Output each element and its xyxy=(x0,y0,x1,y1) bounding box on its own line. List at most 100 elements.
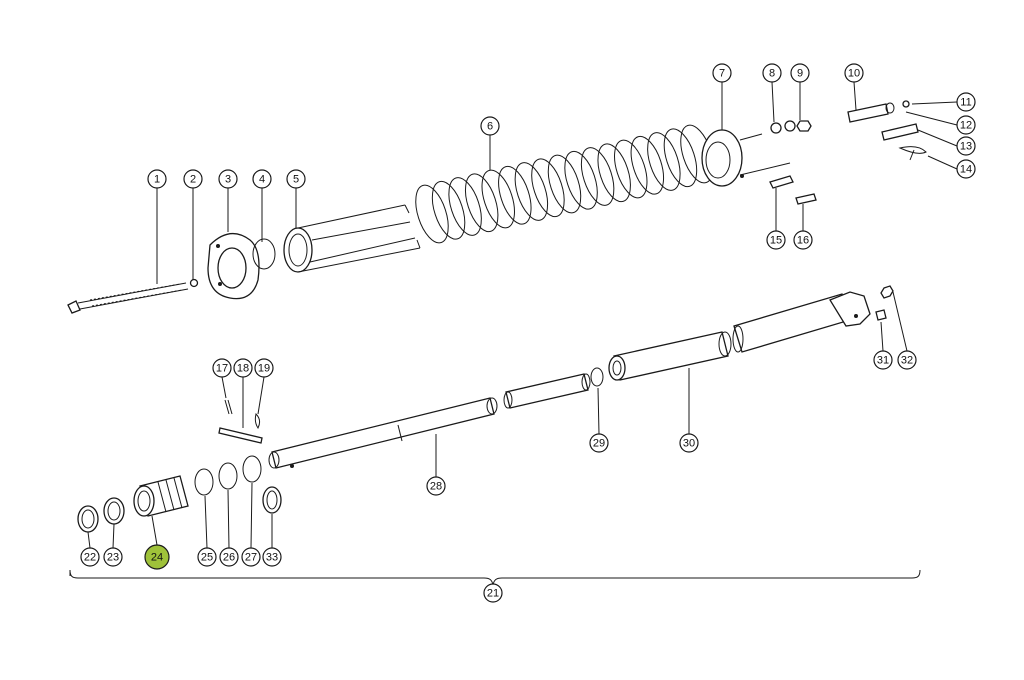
callout-13[interactable]: 13 xyxy=(956,136,976,156)
part-ring-23 xyxy=(103,497,125,525)
callout-circle xyxy=(679,433,699,453)
callout-15[interactable]: 15 xyxy=(766,230,786,250)
part-washer xyxy=(770,122,782,134)
callout-6[interactable]: 6 xyxy=(480,116,500,136)
callout-circle xyxy=(144,544,170,570)
callout-label: 1 xyxy=(154,174,160,186)
callout-28[interactable]: 28 xyxy=(426,476,446,496)
callout-label: 9 xyxy=(797,68,803,80)
callout-label: 4 xyxy=(259,174,265,186)
callout-circle xyxy=(233,358,253,378)
leader-line-25 xyxy=(204,495,208,549)
callout-circle xyxy=(956,159,976,179)
callout-circle xyxy=(480,116,500,136)
callout-circle xyxy=(103,547,123,567)
leader-line-24 xyxy=(151,515,158,546)
leader-line-27 xyxy=(250,482,253,549)
callout-12[interactable]: 12 xyxy=(956,115,976,135)
callout-label: 30 xyxy=(683,438,695,450)
leader-line-31 xyxy=(880,321,884,352)
callout-label: 16 xyxy=(797,235,809,247)
part-washer-small xyxy=(189,278,199,288)
callout-label: 24 xyxy=(151,552,163,564)
part-ring-26 xyxy=(218,462,238,490)
callout-22[interactable]: 22 xyxy=(80,547,100,567)
callout-circle xyxy=(286,169,306,189)
callout-3[interactable]: 3 xyxy=(218,169,238,189)
callout-23[interactable]: 23 xyxy=(103,547,123,567)
part-cylinder-clevis xyxy=(732,291,871,353)
callout-11[interactable]: 11 xyxy=(956,92,976,112)
leader-line-17 xyxy=(221,376,227,399)
callout-4[interactable]: 4 xyxy=(252,169,272,189)
callout-30[interactable]: 30 xyxy=(679,433,699,453)
callout-26[interactable]: 26 xyxy=(219,547,239,567)
callout-label: 18 xyxy=(237,363,249,375)
callout-circle xyxy=(956,115,976,135)
callout-label: 33 xyxy=(266,552,278,564)
callout-5[interactable]: 5 xyxy=(286,169,306,189)
callout-circle xyxy=(212,358,232,378)
callout-21[interactable]: 21 xyxy=(483,583,503,603)
part-guide-sleeve xyxy=(283,204,421,273)
callout-29[interactable]: 29 xyxy=(589,433,609,453)
callout-label: 15 xyxy=(770,235,782,247)
callout-14[interactable]: 14 xyxy=(956,159,976,179)
callout-label: 25 xyxy=(201,552,213,564)
callout-circle xyxy=(183,169,203,189)
part-snap-ring xyxy=(252,238,276,270)
leader-line-10 xyxy=(853,81,857,111)
leader-line-29 xyxy=(597,387,600,435)
callout-24[interactable]: 24 xyxy=(144,544,170,570)
callout-circle xyxy=(483,583,503,603)
callout-label: 7 xyxy=(719,68,725,80)
callout-25[interactable]: 25 xyxy=(197,547,217,567)
callout-circle xyxy=(252,169,272,189)
callout-9[interactable]: 9 xyxy=(790,63,810,83)
callout-circle xyxy=(766,230,786,250)
callout-label: 14 xyxy=(960,164,972,176)
callout-18[interactable]: 18 xyxy=(233,358,253,378)
callout-7[interactable]: 7 xyxy=(712,63,732,83)
callout-1[interactable]: 1 xyxy=(147,169,167,189)
callout-circle xyxy=(790,63,810,83)
part-pin-31 xyxy=(875,309,887,321)
leader-line-13 xyxy=(917,129,958,147)
leader-line-8 xyxy=(771,81,775,123)
part-ring-25 xyxy=(194,468,214,496)
callout-8[interactable]: 8 xyxy=(762,63,782,83)
callout-2[interactable]: 2 xyxy=(183,169,203,189)
leader-line-11 xyxy=(911,101,958,105)
callout-label: 21 xyxy=(487,588,499,600)
callout-circle xyxy=(844,63,864,83)
callout-17[interactable]: 17 xyxy=(212,358,232,378)
callout-33[interactable]: 33 xyxy=(262,547,282,567)
part-tube-segment xyxy=(503,373,591,409)
callout-circle xyxy=(762,63,782,83)
callout-circle xyxy=(80,547,100,567)
part-o-ring-29 xyxy=(590,367,604,387)
callout-27[interactable]: 27 xyxy=(241,547,261,567)
leader-line-19 xyxy=(257,376,265,415)
callout-label: 22 xyxy=(84,552,96,564)
callout-label: 3 xyxy=(225,174,231,186)
assembly-bracket xyxy=(69,569,921,586)
part-bolt-long xyxy=(67,282,189,314)
leader-lines xyxy=(87,81,958,585)
callout-label: 29 xyxy=(593,438,605,450)
callout-32[interactable]: 32 xyxy=(897,350,917,370)
callout-label: 28 xyxy=(430,481,442,493)
callout-16[interactable]: 16 xyxy=(793,230,813,250)
callout-circle xyxy=(956,136,976,156)
part-spring-seat xyxy=(701,129,791,187)
callout-10[interactable]: 10 xyxy=(844,63,864,83)
part-pin-18 xyxy=(218,427,263,444)
callout-19[interactable]: 19 xyxy=(254,358,274,378)
callout-label: 17 xyxy=(216,363,228,375)
callout-31[interactable]: 31 xyxy=(873,350,893,370)
callout-circle xyxy=(589,433,609,453)
part-ring-33 xyxy=(262,486,282,514)
callout-label: 13 xyxy=(960,141,972,153)
